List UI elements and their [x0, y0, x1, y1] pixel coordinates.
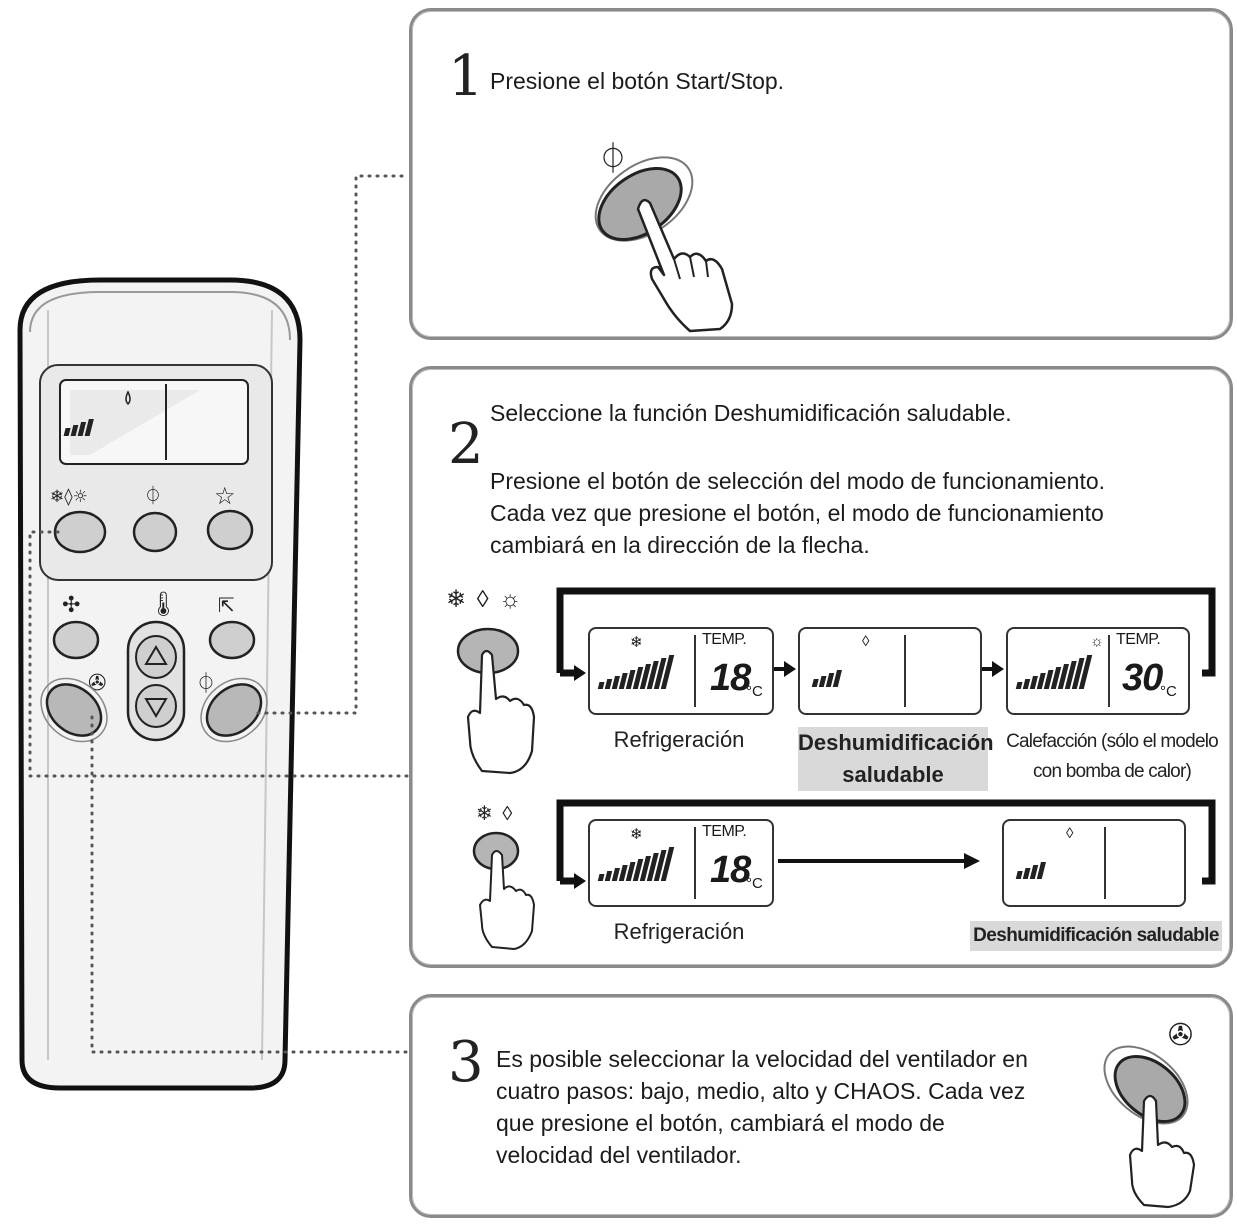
- row2-long-arrow: [778, 853, 980, 869]
- temp-value: 18: [710, 849, 751, 891]
- step2-panel: 2 Seleccione la función Deshumidificació…: [409, 366, 1233, 968]
- step3-body-line-1: Es posible seleccionar la velocidad del …: [496, 1046, 1028, 1072]
- row1-cycle-arrow: [556, 587, 1216, 681]
- row2-lcd-cooling: ❄ TEMP. 18 °C: [588, 819, 774, 907]
- fan-level-bars: [597, 655, 675, 689]
- snowflake-icon: ❄: [630, 634, 643, 651]
- svg-text:🌡: 🌡: [148, 590, 178, 618]
- row2-mode-icons: ❄ ◊: [476, 803, 515, 825]
- fan-level-bars: [811, 669, 842, 687]
- row1-lcd-heating: ☼ TEMP. 30 °C: [1006, 627, 1190, 715]
- water-drop-icon: ◊: [862, 633, 870, 650]
- row1-caption-heating: Calefacción (sólo el modelo con bomba de…: [1006, 731, 1219, 782]
- row1-caption-cooling: Refrigeración: [613, 727, 745, 752]
- temp-unit: °C: [746, 683, 763, 700]
- step1-text: Presione el botón Start/Stop.: [490, 68, 785, 94]
- step2-body-line-3: cambiará en la dirección de la flecha.: [490, 532, 870, 558]
- row1-caption-dehumidify: Deshumidificación saludable: [798, 727, 994, 791]
- step3-panel: 3 Es posible seleccionar la velocidad de…: [409, 994, 1233, 1218]
- step3-body-line-4: velocidad del ventilador.: [496, 1142, 742, 1168]
- row1-step-arrow-2: [982, 661, 1004, 677]
- row2-hand-press-icon: [472, 831, 535, 950]
- temp-unit: °C: [746, 875, 763, 892]
- step1-panel: 1 Presione el botón Start/Stop. ⏀: [409, 8, 1233, 340]
- remote-control: ❄◊☼ ⏀ ☆ ✣ 🌡 ⇱ ✇ ⏀: [17, 277, 303, 1091]
- svg-text:❄◊☼: ❄◊☼: [50, 487, 88, 507]
- temp-label: TEMP.: [702, 823, 747, 840]
- row1-step-arrow-1: [774, 661, 796, 677]
- row2-caption-dehumidify: Deshumidificación saludable: [970, 921, 1222, 951]
- temp-label: TEMP.: [1116, 631, 1161, 648]
- fan-button-press-illustration: ✇: [1103, 1018, 1196, 1209]
- step2-body-line-2: Cada vez que presione el botón, el modo …: [490, 500, 1104, 526]
- svg-text:⏀: ⏀: [196, 671, 216, 695]
- row2-cycle-arrow: [556, 799, 1216, 889]
- connector-lines: [28, 174, 410, 1054]
- svg-text:⏀: ⏀: [144, 485, 162, 507]
- sun-icon: ☼: [1090, 633, 1104, 650]
- fan-level-bars: [1015, 655, 1093, 689]
- step3-body-line-3: que presione el botón, cambiará el modo …: [496, 1110, 945, 1136]
- svg-text:⇱: ⇱: [218, 593, 235, 617]
- start-stop-button-press-illustration: ⏀: [594, 142, 734, 333]
- step2-number: 2: [448, 412, 484, 477]
- temp-value: 30: [1122, 657, 1163, 699]
- temp-label: TEMP.: [702, 631, 747, 648]
- row1-lcd-dehumidify: ◊: [798, 627, 982, 715]
- fan-level-bars: [1015, 861, 1046, 879]
- svg-text:☆: ☆: [214, 482, 236, 510]
- row2-caption-cooling: Refrigeración: [613, 919, 745, 944]
- step2-body-line-1: Presione el botón de selección del modo …: [490, 468, 1106, 494]
- step2-title: Seleccione la función Deshumidificación …: [490, 400, 1012, 426]
- temp-unit: °C: [1160, 683, 1177, 700]
- water-drop-icon: ◊: [1066, 825, 1074, 842]
- step3-body-line-2: cuatro pasos: bajo, medio, alto y CHAOS.…: [496, 1078, 1026, 1104]
- row1-hand-press-icon: [456, 627, 536, 775]
- row1-lcd-cooling: ❄ TEMP. 18 °C: [588, 627, 774, 715]
- step3-number: 3: [448, 1030, 484, 1095]
- row1-mode-icons: ❄ ◊ ☼: [446, 586, 524, 613]
- step1-number: 1: [448, 44, 484, 109]
- temp-value: 18: [710, 657, 751, 699]
- fan-icon: ✇: [1168, 1018, 1193, 1053]
- svg-text:✣: ✣: [62, 593, 80, 618]
- row2-lcd-dehumidify: ◊: [1002, 819, 1186, 907]
- snowflake-icon: ❄: [630, 826, 643, 843]
- fan-level-bars: [597, 847, 675, 881]
